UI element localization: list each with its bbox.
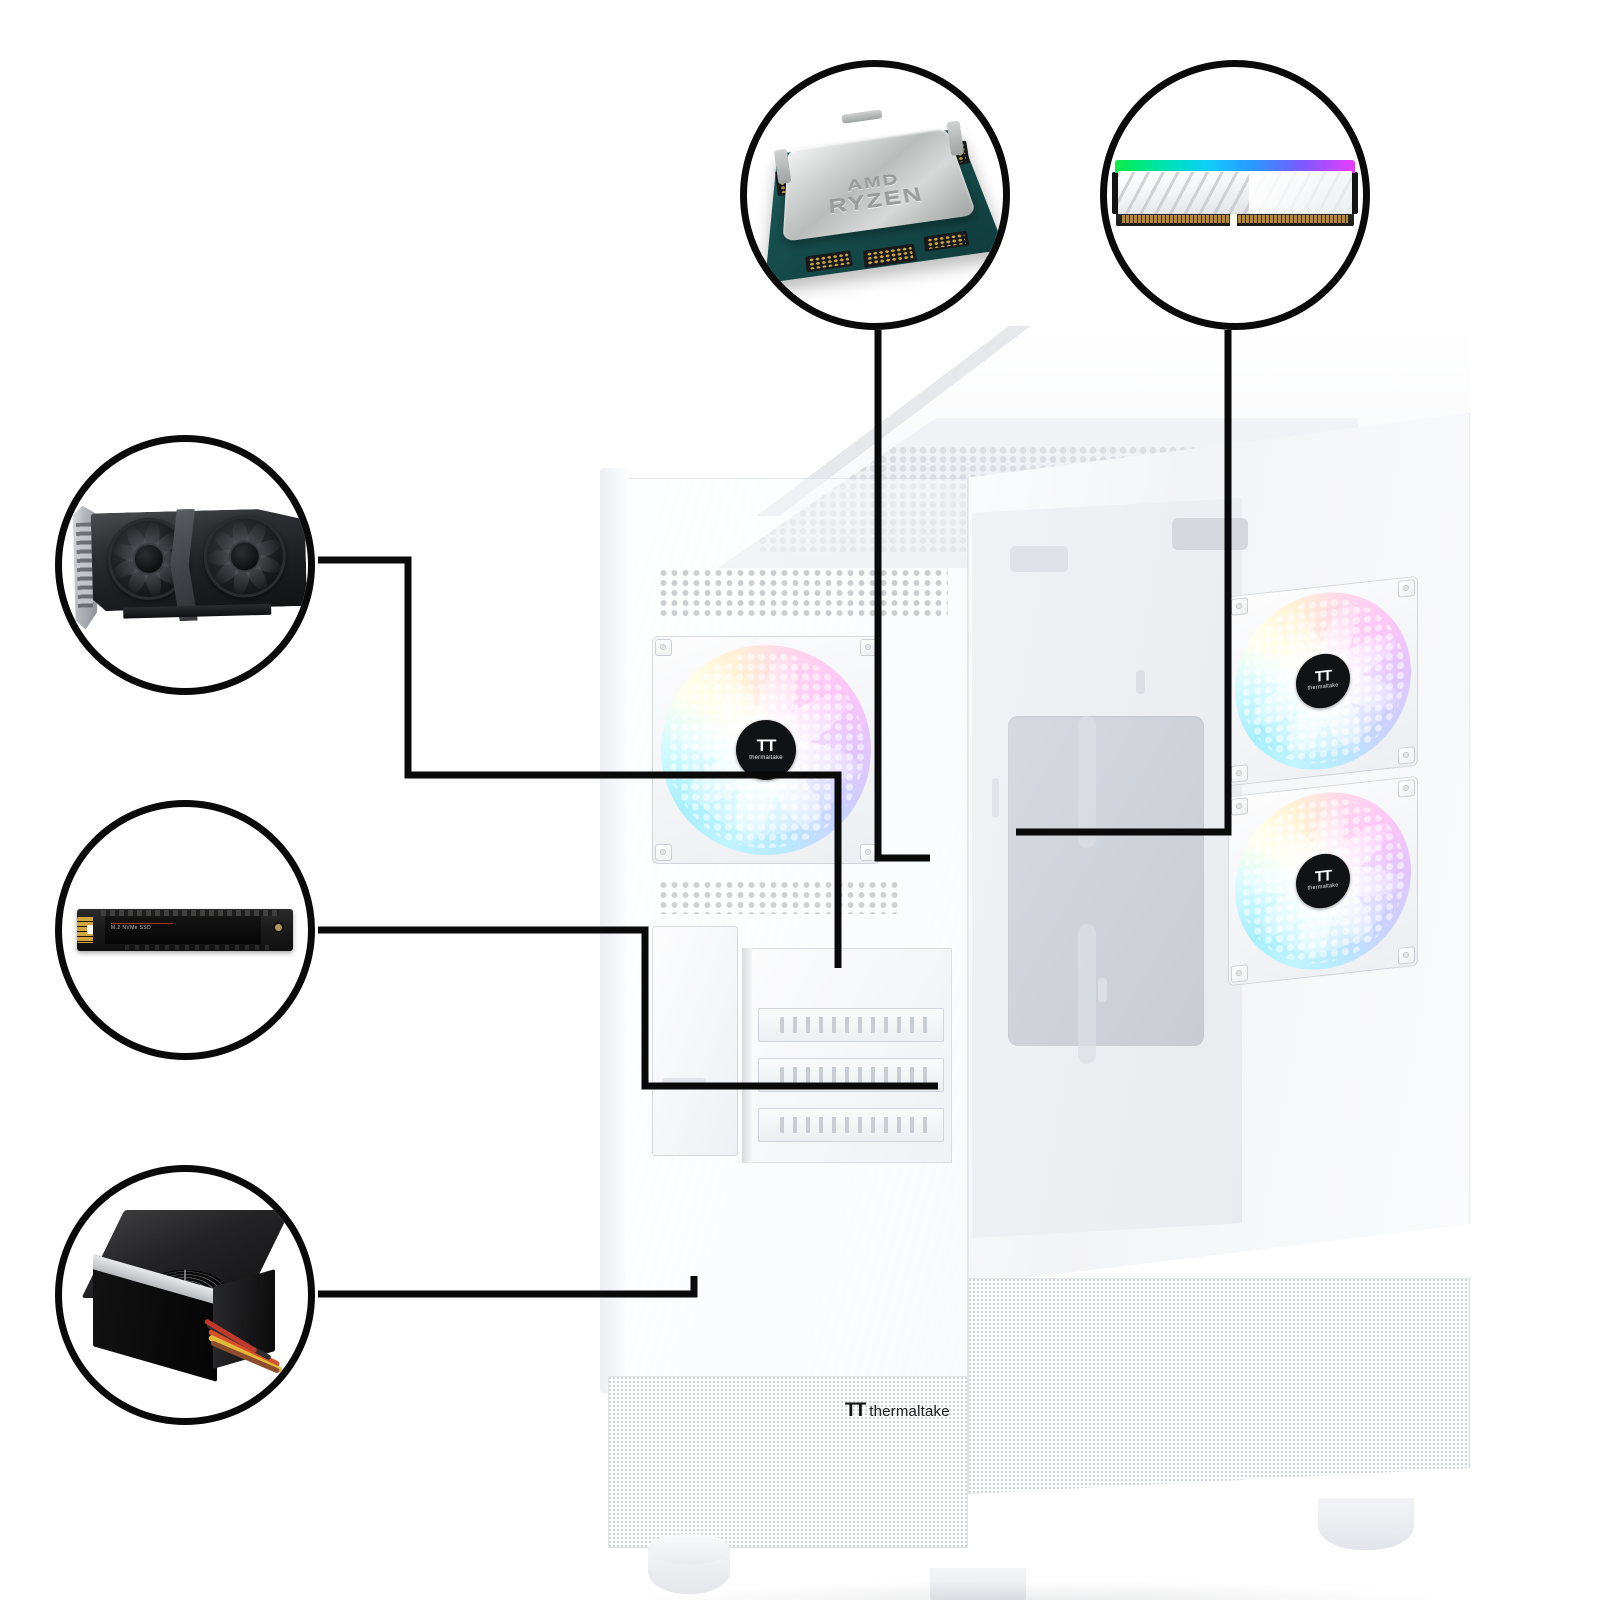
callout-psu[interactable] (55, 1165, 315, 1425)
ram-rgb-strip (1115, 160, 1355, 173)
callout-cpu[interactable]: AMD RYZEN (740, 60, 1010, 330)
cpu-image: AMD RYZEN (747, 67, 1003, 323)
ssd-mount-notch (272, 921, 285, 934)
thermaltake-mark: TT (1314, 667, 1332, 687)
callout-gpu[interactable] (55, 435, 315, 695)
front-fan: TT thermaltake (652, 636, 880, 864)
interior-lower-vent (658, 880, 898, 914)
case-front-logo: TT thermaltake (845, 1400, 950, 1422)
interior-top-vent (658, 568, 948, 620)
mb-standoff (992, 778, 999, 818)
thermaltake-mark: TT (756, 736, 777, 756)
pcie-slot-cover (758, 1108, 944, 1142)
fan-hub-logo: TT thermaltake (736, 720, 796, 780)
ssd-image: M.2 NVMe SSD (62, 807, 308, 1053)
thermaltake-wordmark: thermaltake (869, 1402, 950, 1420)
ssd-edge-connector (77, 917, 93, 943)
ram-image (1107, 67, 1363, 323)
side-mesh-panel (968, 1278, 1470, 1494)
gpu-image (62, 442, 308, 688)
pcie-slot-cover (758, 1058, 944, 1092)
side-fan-top: TT thermaltake (1228, 575, 1418, 787)
pc-case: TT thermaltake (600, 318, 1470, 1600)
psu-shroud (652, 926, 738, 1156)
psu-shroud-slot (662, 1078, 706, 1086)
mb-standoff (1098, 978, 1107, 1002)
mb-cable-grommet (1010, 546, 1068, 572)
callout-ram[interactable] (1100, 60, 1370, 330)
pcie-slot-cover (758, 1008, 944, 1042)
case-foot (1318, 1498, 1414, 1550)
thermaltake-wordmark: thermaltake (749, 754, 783, 761)
case-left-frame (600, 468, 628, 1393)
thermaltake-mark: TT (1314, 867, 1332, 887)
ssd-label: M.2 NVMe SSD (105, 916, 261, 944)
thermaltake-mark: TT (845, 1400, 866, 1421)
ssd-label-text: M.2 NVMe SSD (111, 925, 152, 931)
case-foot (648, 1534, 730, 1564)
side-cable-channel (1078, 924, 1096, 1064)
psu-image (62, 1172, 308, 1418)
front-mesh-panel (608, 1376, 968, 1548)
mb-standoff (1136, 670, 1145, 694)
side-fan-bottom: TT thermaltake (1228, 775, 1418, 987)
callout-ssd[interactable]: M.2 NVMe SSD (55, 800, 315, 1060)
ground-shadow (630, 1580, 1450, 1600)
ram-heatspreader (1118, 171, 1352, 215)
case-foot (930, 1568, 1026, 1600)
pcie-bracket-rail (742, 948, 752, 1163)
thermaltake-wordmark: thermaltake (1307, 682, 1339, 692)
mb-cable-grommet (1172, 518, 1248, 550)
side-cable-channel (1078, 716, 1096, 848)
thermaltake-wordmark: thermaltake (1307, 882, 1339, 892)
